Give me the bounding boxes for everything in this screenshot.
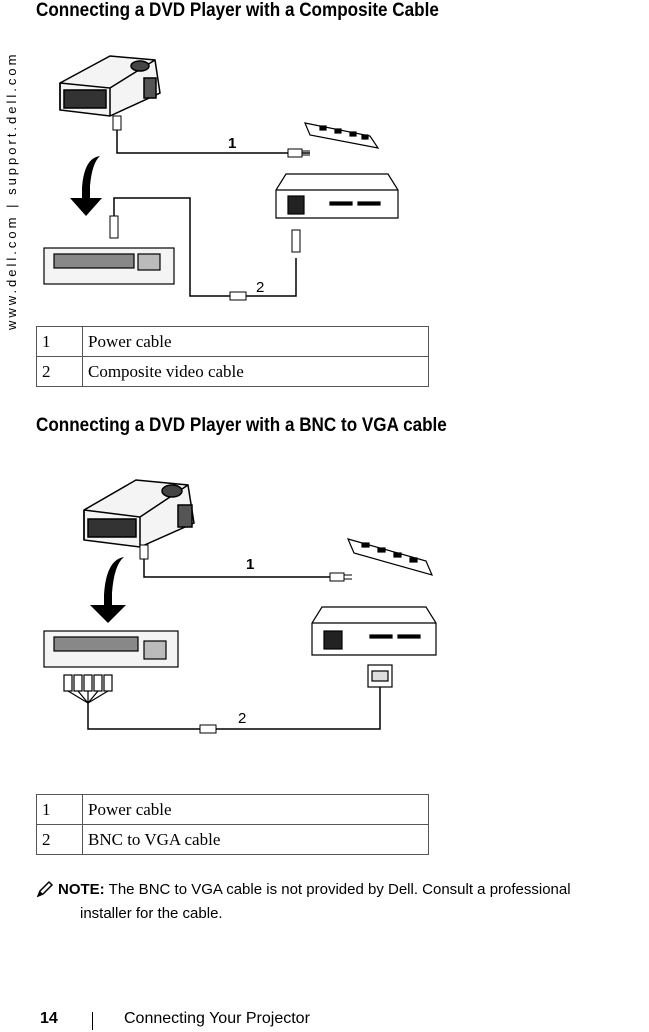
legend-label: BNC to VGA cable: [82, 824, 429, 855]
note-text: The BNC to VGA cable is not provided by …: [108, 881, 571, 898]
composite-connection-diagram: 1 2: [43, 55, 399, 301]
power-strip-image: [346, 538, 434, 576]
section-heading-composite: Connecting a DVD Player with a Composite…: [36, 0, 439, 21]
note-label: NOTE:: [58, 881, 105, 898]
footer-divider: [92, 1012, 93, 1030]
projector-rear-panel-image: [43, 247, 175, 285]
table-row: 1 Power cable: [36, 326, 429, 357]
sidebar-url: www.dell.com | support.dell.com: [4, 51, 19, 330]
dvd-player-image: [311, 606, 437, 656]
legend-number: 2: [36, 356, 83, 387]
legend-table-bnc-vga: 1 Power cable 2 BNC to VGA cable: [36, 794, 429, 855]
projector-rear-panel-image: [43, 630, 179, 668]
legend-table-composite: 1 Power cable 2 Composite video cable: [36, 326, 429, 387]
table-row: 2 BNC to VGA cable: [36, 824, 429, 855]
callout-1: 1: [228, 135, 236, 152]
table-row: 1 Power cable: [36, 794, 429, 825]
legend-number: 1: [36, 326, 83, 357]
note-block: NOTE:The BNC to VGA cable is not provide…: [36, 878, 648, 926]
projector-image: [59, 55, 161, 117]
note-text-continued: installer for the cable.: [80, 905, 223, 922]
dvd-player-image: [275, 173, 399, 219]
callout-1: 1: [246, 556, 254, 573]
legend-number: 1: [36, 794, 83, 825]
down-arrow-icon: [90, 557, 126, 623]
pencil-note-icon: [36, 880, 54, 898]
bnc-vga-connection-diagram: 1 2: [43, 479, 437, 734]
bnc-connectors-image: [63, 674, 113, 704]
power-strip-image: [304, 122, 380, 149]
page-number: 14: [40, 1010, 58, 1027]
table-row: 2 Composite video cable: [36, 356, 429, 387]
legend-label: Power cable: [82, 794, 429, 825]
section-heading-bnc-vga: Connecting a DVD Player with a BNC to VG…: [36, 415, 447, 436]
chapter-title: Connecting Your Projector: [124, 1010, 310, 1027]
projector-image: [83, 479, 195, 548]
callout-2: 2: [238, 710, 246, 727]
legend-label: Composite video cable: [82, 356, 429, 387]
page-footer: 14 Connecting Your Projector: [40, 1010, 310, 1030]
legend-label: Power cable: [82, 326, 429, 357]
vga-connector-image: [367, 664, 393, 688]
callout-2: 2: [256, 279, 264, 296]
down-arrow-icon: [70, 156, 102, 216]
legend-number: 2: [36, 824, 83, 855]
